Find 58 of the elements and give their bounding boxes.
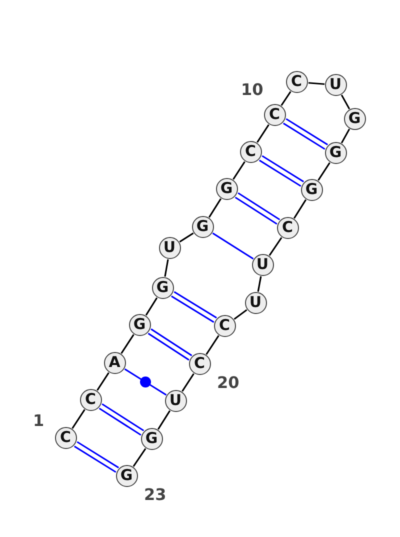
nucleotide-circle: U	[164, 390, 186, 412]
backbone-line	[72, 409, 86, 429]
base-pair-line	[212, 232, 254, 260]
base-pair-line	[124, 368, 167, 396]
backbone-line	[96, 372, 110, 391]
position-number: 23	[144, 487, 166, 503]
backbone-line	[280, 91, 292, 106]
base-pair-line	[170, 291, 218, 323]
backbone-line	[256, 124, 270, 143]
nucleotide-circle: U	[252, 254, 274, 276]
nucleotide-circle: G	[324, 142, 346, 164]
backbone-line	[318, 162, 330, 181]
backbone-line	[208, 198, 222, 218]
nucleotide-circle: C	[214, 314, 236, 336]
nucleotide-circle: U	[324, 74, 346, 96]
backbone-line	[268, 237, 282, 256]
nucleotide-circle: G	[116, 464, 138, 486]
base-pair-line	[258, 155, 304, 187]
position-number: 20	[217, 375, 240, 391]
nucleotide-circle: A	[104, 352, 126, 374]
nucleotide-circle: G	[216, 178, 238, 200]
nucleotide-circle: G	[152, 276, 174, 298]
backbone-line	[234, 309, 248, 320]
backbone-line	[340, 128, 350, 144]
nucleotide-circle: G	[344, 108, 366, 130]
nucleotide-circle: G	[140, 428, 162, 450]
nucleotide-circle: C	[188, 352, 210, 374]
backbone-line	[308, 82, 325, 85]
backbone-line	[157, 410, 171, 430]
backbone-line	[120, 334, 134, 354]
nucleotide-circle: U	[158, 236, 180, 258]
base-pair-line	[147, 328, 193, 361]
backbone-line	[340, 94, 350, 110]
nucleotide-circle: C	[54, 426, 76, 448]
nucleotide-circle: C	[286, 70, 308, 92]
base-pair-line	[282, 118, 328, 150]
nucleotide-circle: C	[240, 140, 262, 162]
backbone-line	[257, 276, 262, 292]
base-pair-line	[234, 192, 280, 225]
backbone-line	[179, 232, 194, 242]
position-number: 10	[241, 82, 264, 98]
backbone-line	[182, 373, 194, 392]
backbone-line	[145, 297, 158, 316]
base-pair-line	[98, 403, 145, 436]
nucleotide-circle: G	[128, 314, 150, 336]
position-number: 1	[33, 413, 44, 429]
nucleotide-circle: U	[244, 292, 266, 314]
backbone-line	[293, 199, 307, 219]
nucleotide-circle: C	[264, 104, 286, 126]
nucleotide-circle: G	[300, 178, 322, 200]
backbone-line	[206, 335, 220, 355]
nucleotide-circle: C	[276, 216, 298, 238]
backbone-line	[132, 448, 146, 467]
backbone-line	[232, 161, 246, 180]
backbone-line	[164, 259, 169, 277]
nucleotide-circle: G	[192, 216, 214, 238]
nucleotide-circle: C	[80, 388, 102, 410]
base-pair-line	[74, 441, 120, 473]
